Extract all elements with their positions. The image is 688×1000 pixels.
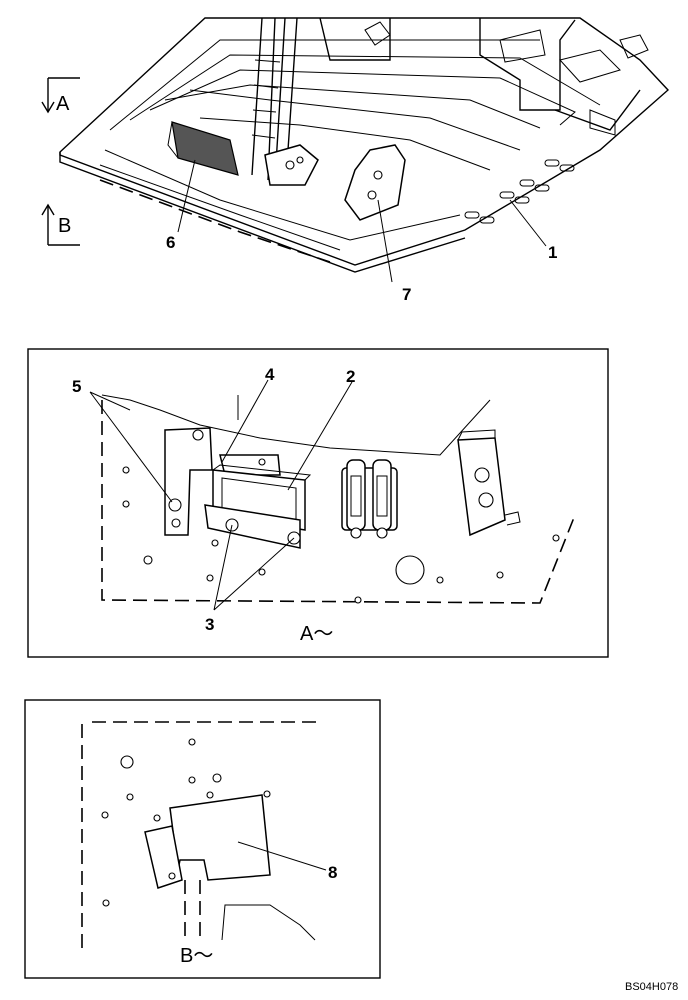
view-b-label: B～ (180, 945, 213, 967)
callout-6: 6 (166, 233, 175, 252)
section-marker-a: A (41, 77, 80, 115)
section-b-label: B (58, 215, 71, 237)
callout-2: 2 (346, 367, 355, 386)
callout-8: 8 (328, 863, 337, 882)
view-a-label: A～ (300, 623, 333, 645)
callout-7: 7 (402, 285, 411, 304)
callout-5: 5 (72, 377, 81, 396)
section-a-label: A (56, 93, 70, 115)
section-marker-b: B (41, 203, 80, 246)
callout-4: 4 (265, 365, 275, 384)
isometric-floor-view (59, 17, 670, 283)
vent-slots (464, 159, 575, 224)
drawing-code: BS04H078 (625, 981, 678, 993)
callout-3: 3 (205, 615, 214, 634)
callout-1: 1 (548, 243, 557, 262)
view-a-panel: 5 4 2 3 A～ (27, 348, 609, 658)
view-b-panel: 8 B～ (24, 699, 381, 979)
